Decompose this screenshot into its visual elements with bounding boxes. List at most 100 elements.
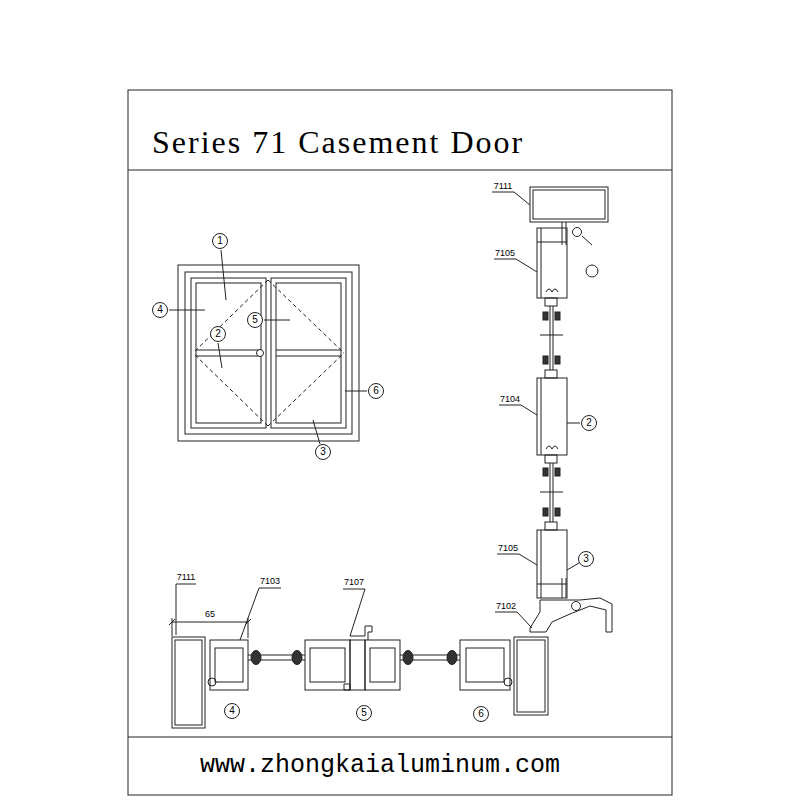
horizontal-section-leaders <box>259 588 281 589</box>
vertical-section <box>573 228 582 237</box>
horizontal-section <box>517 640 545 712</box>
door-elevation <box>196 356 261 357</box>
callout-number: 4 <box>157 305 163 315</box>
part-number: 7105 <box>498 544 518 553</box>
horizontal-section <box>215 648 243 682</box>
page-border <box>128 737 672 738</box>
vertical-section <box>572 602 581 611</box>
horizontal-section <box>350 626 372 640</box>
callout-circle <box>153 234 597 722</box>
horizontal-section-leaders <box>176 584 177 635</box>
part-number: 7111 <box>494 182 513 191</box>
horizontal-section <box>344 684 350 690</box>
door-elevation <box>178 265 359 441</box>
vertical-section <box>545 455 557 463</box>
vertical-section-leaders <box>514 192 530 205</box>
callout-circle <box>225 704 240 719</box>
horizontal-section <box>466 648 504 682</box>
callout-circle <box>153 303 168 318</box>
horizontal-section <box>292 651 302 665</box>
vertical-section-leaders <box>492 192 514 193</box>
door-elevation <box>191 278 266 428</box>
vertical-section <box>586 265 598 277</box>
vertical-section-leaders <box>499 405 521 406</box>
callout-number: 2 <box>586 418 592 428</box>
door-elevation <box>276 283 341 423</box>
part-number: 7105 <box>495 249 515 258</box>
vertical-section <box>537 228 567 298</box>
vertical-section <box>555 312 560 320</box>
vertical-section <box>562 578 563 598</box>
callout-number: 4 <box>229 706 235 716</box>
part-number: 65 <box>205 610 215 619</box>
page-border <box>128 90 672 795</box>
vertical-section-leaders <box>567 423 580 424</box>
page-border <box>128 90 672 795</box>
horizontal-section <box>403 651 413 665</box>
door-elevation <box>271 278 346 428</box>
vertical-section <box>550 306 551 370</box>
vertical-section-leaders <box>516 259 537 272</box>
elevation-leaders <box>169 310 205 311</box>
vertical-section <box>537 530 567 598</box>
horizontal-section <box>514 637 548 715</box>
callout-circle <box>369 384 384 399</box>
callout-number: 2 <box>215 329 221 339</box>
vertical-section <box>543 356 548 364</box>
vertical-section <box>545 522 557 530</box>
callout-circle <box>213 234 228 249</box>
horizontal-section <box>210 640 248 690</box>
door-elevation <box>196 350 261 351</box>
part-number: 7102 <box>496 602 516 611</box>
callout-number: 3 <box>583 554 589 564</box>
horizontal-section-leaders <box>169 584 365 640</box>
horizontal-section-leaders <box>172 622 248 623</box>
vertical-section <box>555 356 560 364</box>
vertical-section <box>530 187 608 222</box>
vertical-section <box>540 492 563 493</box>
vertical-section <box>530 598 612 632</box>
vertical-section <box>541 378 542 455</box>
horizontal-section <box>305 640 350 690</box>
callout-circle <box>579 552 594 567</box>
vertical-section <box>543 312 548 320</box>
vertical-section <box>541 530 542 598</box>
door-elevation <box>276 356 341 357</box>
vertical-section-leaders <box>492 192 580 628</box>
elevation-leaders <box>169 250 367 444</box>
part-number: 7107 <box>344 578 364 587</box>
elevation-leaders <box>313 420 320 444</box>
vertical-section-leaders <box>495 612 517 613</box>
horizontal-section-leaders <box>240 588 259 640</box>
callout-circle <box>474 707 489 722</box>
vertical-section-leaders <box>567 563 579 570</box>
horizontal-section-leaders <box>172 618 173 636</box>
part-number: 7104 <box>500 395 520 404</box>
callout-number: 6 <box>478 709 484 719</box>
door-elevation <box>276 350 341 351</box>
horizontal-section <box>447 651 457 665</box>
callout-number: 3 <box>320 447 326 457</box>
vertical-section <box>546 289 558 292</box>
horizontal-section <box>504 678 512 686</box>
door-elevation <box>196 283 261 423</box>
horizontal-section-leaders <box>343 589 365 590</box>
vertical-section-leaders <box>517 612 532 628</box>
website-caption: www.zhongkaialuminum.com <box>200 753 560 778</box>
horizontal-section-leaders <box>169 619 175 625</box>
vertical-section <box>555 508 560 516</box>
horizontal-section <box>172 637 205 728</box>
callout-number: 5 <box>252 315 258 325</box>
callout-number: 5 <box>361 708 367 718</box>
vertical-section <box>537 242 567 243</box>
vertical-section-leaders <box>521 405 537 415</box>
vertical-section-leaders <box>494 259 516 260</box>
vertical-section <box>545 370 557 378</box>
callout-circle <box>316 445 331 460</box>
elevation-leaders <box>218 343 222 368</box>
vertical-section <box>541 228 542 298</box>
part-number: 7103 <box>260 577 280 586</box>
vertical-section <box>566 578 567 598</box>
vertical-section <box>545 298 557 306</box>
